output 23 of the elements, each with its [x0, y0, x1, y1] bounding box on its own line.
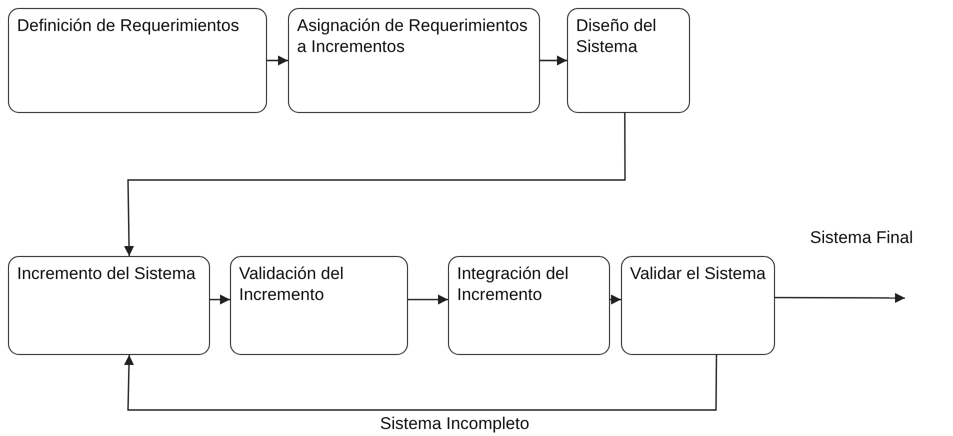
arrow — [210, 294, 230, 305]
process-box — [288, 8, 540, 113]
arrow — [124, 113, 626, 256]
box-label: Validación del Incremento — [239, 263, 345, 305]
box-label: Validar el Sistema — [630, 263, 766, 284]
box-label: Incremento del Sistema — [17, 263, 197, 284]
arrow — [610, 294, 621, 305]
arrow — [775, 292, 905, 303]
process-box — [621, 256, 775, 355]
arrow — [540, 56, 567, 66]
arrow — [267, 56, 288, 66]
box-label: Diseño del Sistema — [576, 15, 658, 57]
process-box — [230, 256, 408, 355]
box-label: Definición de Requerimientos — [17, 15, 240, 36]
process-box — [448, 256, 610, 355]
box-label: Asignación de Requerimientos a Incrementos — [297, 15, 529, 57]
process-box — [8, 256, 210, 355]
box-label: Integración del Incremento — [457, 263, 570, 305]
process-box — [8, 8, 267, 113]
edge-label: Sistema Incompleto — [378, 414, 532, 434]
arrow — [408, 294, 448, 305]
process-box — [567, 8, 690, 113]
arrow — [124, 354, 718, 411]
